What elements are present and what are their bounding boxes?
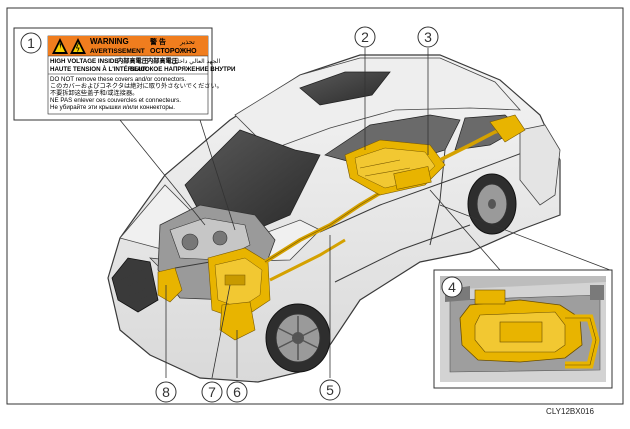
svg-text:7: 7 — [208, 384, 216, 400]
svg-text:5: 5 — [326, 382, 334, 398]
label-body-4: NE PAS enlever ces couvercles et connect… — [50, 97, 181, 104]
warning-en: WARNING — [90, 37, 129, 46]
svg-text:3: 3 — [424, 29, 432, 45]
callout-5: 5 — [319, 379, 341, 401]
svg-text:1: 1 — [27, 35, 35, 51]
callout-8: 8 — [155, 381, 177, 403]
leader-label-to-engine — [119, 119, 206, 226]
label-body-3: 不要拆卸这些盖子和/或连接器。 — [50, 89, 138, 97]
label-line1-ar: الجهد العالي داخلي — [172, 58, 220, 65]
front-motor-generator — [219, 301, 256, 341]
label-body-1: DO NOT remove these covers and/or connec… — [50, 76, 186, 83]
callout-4: 4 — [441, 276, 463, 298]
label-line1-zh: 内部高電圧 — [147, 57, 179, 65]
callout-3: 3 — [417, 26, 439, 48]
rear-motor-generator — [489, 114, 526, 143]
warning-ar: تحذير — [179, 39, 195, 46]
ac-compressor — [157, 267, 183, 303]
callout-6: 6 — [226, 381, 248, 403]
callout-1: 1 — [20, 32, 42, 54]
svg-text:6: 6 — [233, 384, 241, 400]
warning-label-inset: WARNING AVERTISSEMENT 警 告 تحذير ОСТОРОЖН… — [13, 27, 236, 121]
label-body-2: このカバーおよびコネクタは絶対に取り外さないでください。 — [50, 82, 223, 90]
label-line1-en: HIGH VOLTAGE INSIDE — [50, 58, 119, 65]
callout-7: 7 — [201, 381, 223, 403]
svg-text:8: 8 — [162, 384, 170, 400]
connector-detail-inset — [429, 189, 613, 389]
warning-header — [48, 36, 208, 56]
label-line2-fr: HAUTE TENSION À L'INTÉRIEUR — [50, 65, 148, 73]
warning-fr: AVERTISSEMENT — [90, 48, 145, 55]
label-line2-ru: ВЫСОКОЕ НАПРЯЖЕНИЕ ВНУТРИ — [130, 66, 236, 73]
svg-text:4: 4 — [448, 279, 456, 295]
svg-text:2: 2 — [361, 29, 369, 45]
warning-jp: 警 告 — [150, 37, 166, 46]
high-voltage-components — [157, 114, 526, 341]
label-line1-jp: 内部高電圧 — [117, 57, 149, 65]
label-body-5: Не убирайте эти крышки и/или коннекторы. — [50, 104, 175, 111]
warning-ru: ОСТОРОЖНО — [150, 48, 197, 55]
figure-code: CLY12BX016 — [546, 407, 594, 416]
figure-frame — [6, 7, 624, 405]
callout-2: 2 — [354, 26, 376, 48]
